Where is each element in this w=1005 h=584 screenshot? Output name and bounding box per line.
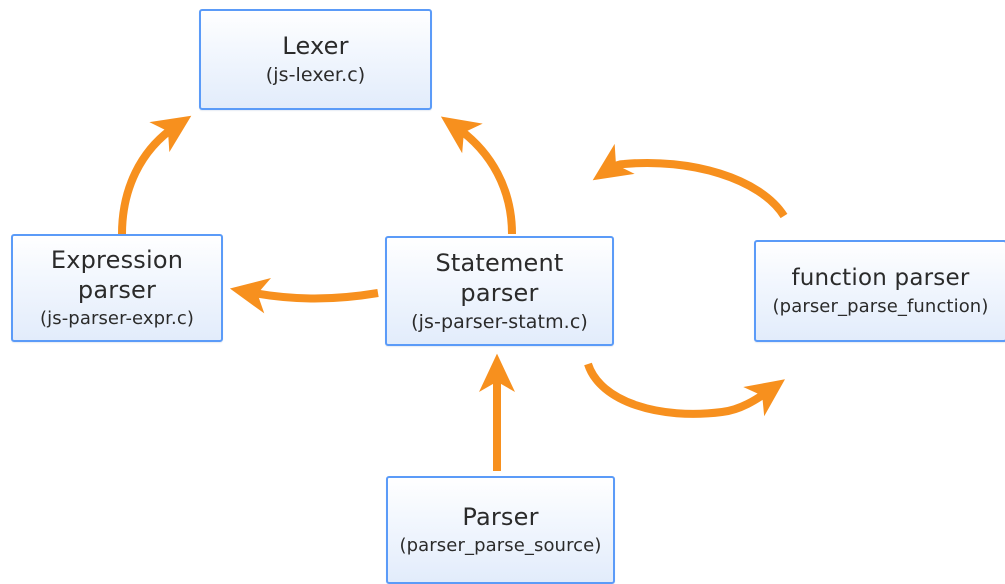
node-expression-parser-title: Expression parser	[50, 245, 184, 304]
node-statement-parser-title: Statement parser	[435, 248, 564, 307]
edge-statement-to-function	[584, 362, 785, 418]
node-function-parser-subtitle: (parser_parse_function)	[772, 295, 989, 317]
node-lexer[interactable]: Lexer (js-lexer.c)	[199, 9, 432, 110]
node-function-parser-title: function parser	[791, 264, 970, 291]
node-parser-subtitle: (parser_parse_source)	[399, 534, 602, 556]
edge-statement-to-expr	[229, 278, 379, 314]
node-lexer-title: Lexer	[282, 32, 349, 60]
node-function-parser[interactable]: function parser (parser_parse_function)	[754, 240, 1005, 342]
edge-statement-to-lexer	[440, 116, 516, 235]
node-statement-parser[interactable]: Statement parser (js-parser-statm.c)	[385, 236, 614, 346]
node-parser-title: Parser	[462, 502, 539, 531]
node-expression-parser[interactable]: Expression parser (js-parser-expr.c)	[11, 234, 223, 342]
edge-function-to-statement	[592, 143, 788, 219]
node-statement-parser-subtitle: (js-parser-statm.c)	[411, 310, 588, 333]
node-lexer-subtitle: (js-lexer.c)	[265, 64, 366, 86]
node-parser[interactable]: Parser (parser_parse_source)	[386, 476, 615, 584]
node-expression-parser-subtitle: (js-parser-expr.c)	[40, 307, 194, 329]
edge-expr-to-lexer	[118, 115, 192, 235]
